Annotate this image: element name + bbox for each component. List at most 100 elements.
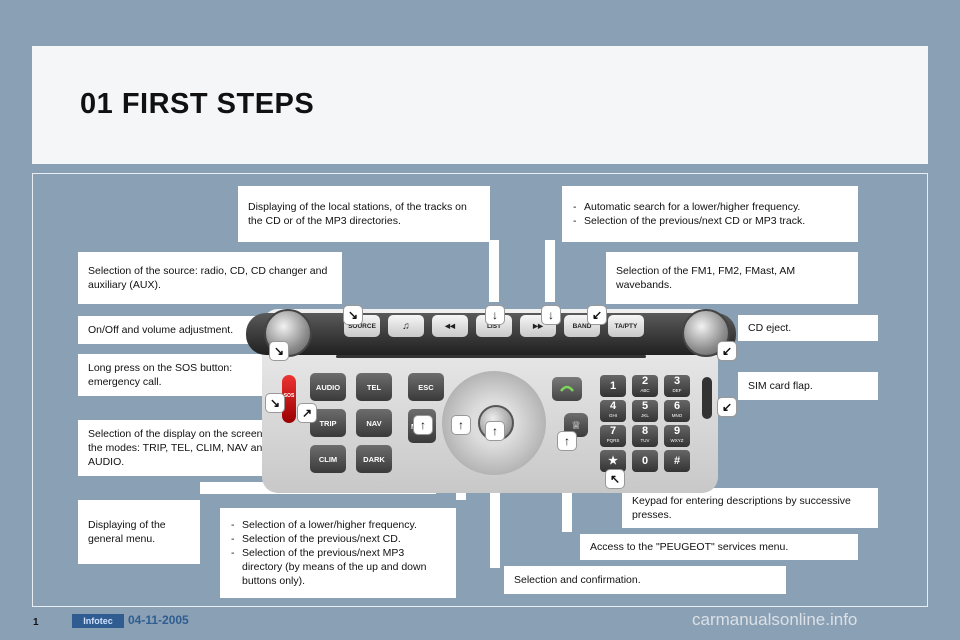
keypad-key[interactable]: #	[664, 450, 690, 472]
keypad-key-letters: WXYZ	[670, 438, 684, 443]
keypad-key-letters: MNO	[671, 413, 683, 418]
callout-cd-eject: CD eject.	[738, 315, 878, 341]
keypad-key-digit: 6	[673, 400, 681, 412]
keypad-key-digit: #	[673, 454, 681, 467]
peugeot-arrow-icon: ↑	[558, 432, 576, 450]
callout-onoff-text: On/Off and volume adjustment.	[88, 324, 234, 336]
band-arrow-icon: ↙	[588, 306, 606, 324]
leader-line-confirm	[490, 430, 500, 568]
esc-button[interactable]: ESC	[408, 373, 444, 401]
keypad-key[interactable]: 0	[632, 450, 658, 472]
callout-keypad: Keypad for entering descriptions by succ…	[622, 488, 878, 528]
callout-local-stations: Displaying of the local stations, of the…	[238, 186, 490, 242]
page-title: 01 FIRST STEPS	[80, 88, 315, 120]
clim-button[interactable]: CLIM	[310, 445, 346, 473]
ta-pty-button[interactable]: TA/PTY	[608, 315, 644, 337]
keypad-key-letters: PQRS	[606, 438, 620, 443]
dark-button[interactable]: DARK	[356, 445, 392, 473]
callout-keypad-text: Keypad for entering descriptions by succ…	[632, 495, 851, 521]
callout-display-modes: Selection of the display on the screen f…	[78, 420, 298, 476]
list-arrow-icon: ↓	[486, 306, 504, 324]
header-panel	[32, 46, 928, 164]
infotec-badge: Infotec	[72, 614, 124, 628]
tel-button[interactable]: TEL	[356, 373, 392, 401]
keypad-key[interactable]: 1	[600, 375, 626, 397]
watermark: carmanualsonline.info	[692, 610, 858, 629]
menu-arrow-icon: ↑	[414, 416, 432, 434]
cd-slot	[336, 355, 646, 358]
leader-line-list	[489, 240, 499, 302]
callout-sim: SIM card flap.	[738, 372, 878, 400]
callout-sos-text: Long press on the SOS button: emergency …	[88, 362, 233, 388]
keypad-key-letters: TUV	[640, 438, 650, 443]
callout-frequency-item: Selection of a lower/higher frequency.	[231, 518, 446, 532]
keypad-arrow-icon: ↖	[606, 470, 624, 488]
keypad-key-digit: 1	[609, 379, 617, 392]
callout-source: Selection of the source: radio, CD, CD c…	[78, 252, 342, 304]
display-arrow-icon: ↗	[298, 404, 316, 422]
rewind-button[interactable]: ◀◀	[432, 315, 468, 337]
trip-button[interactable]: TRIP	[310, 409, 346, 437]
page-number: 1	[33, 617, 39, 628]
callout-onoff: On/Off and volume adjustment.	[78, 316, 274, 344]
callout-frequency: Selection of a lower/higher frequency. S…	[220, 508, 456, 598]
callout-frequency-item: Selection of the previous/next CD.	[231, 532, 446, 546]
callout-cd-eject-text: CD eject.	[748, 322, 792, 334]
frequency-arrow-icon: ↑	[452, 416, 470, 434]
callout-local-stations-text: Displaying of the local stations, of the…	[248, 201, 467, 227]
nav-button[interactable]: NAV	[356, 409, 392, 437]
callout-auto-search: Automatic search for a lower/higher freq…	[562, 186, 858, 242]
keypad-key[interactable]: ★	[600, 450, 626, 472]
sim-arrow-icon: ↙	[718, 398, 736, 416]
audio-button[interactable]: AUDIO	[310, 373, 346, 401]
keypad-key-digit: 0	[641, 454, 649, 467]
callout-menu: Displaying of the general menu.	[78, 500, 200, 564]
keypad-key-digit: 5	[641, 400, 649, 412]
leader-line-seek	[545, 240, 555, 302]
call-button[interactable]	[552, 377, 582, 401]
callout-peugeot: Access to the "PEUGEOT" services menu.	[580, 534, 858, 560]
keypad-key-digit: 8	[641, 425, 649, 437]
seek-arrow-icon: ↓	[542, 306, 560, 324]
callout-confirm: Selection and confirmation.	[504, 566, 786, 594]
callout-menu-text: Displaying of the general menu.	[88, 519, 166, 545]
callout-wavebands: Selection of the FM1, FM2, FMast, AM wav…	[606, 252, 858, 304]
keypad-key-letters: GHI	[608, 413, 617, 418]
keypad-key-letters: DEF	[672, 388, 682, 393]
keypad-key-letters: JKL	[641, 413, 649, 418]
keypad-key-letters: ABC	[640, 388, 650, 393]
callout-sim-text: SIM card flap.	[748, 380, 813, 392]
keypad-key-digit: 2	[641, 375, 649, 387]
sim-card-flap[interactable]	[702, 377, 712, 419]
callout-source-text: Selection of the source: radio, CD, CD c…	[88, 265, 328, 291]
eject-arrow-icon: ↙	[718, 342, 736, 360]
music-button[interactable]: ♫	[388, 315, 424, 337]
sos-arrow-icon: ↘	[266, 394, 284, 412]
keypad-key-digit: 9	[673, 425, 681, 437]
callout-sos: Long press on the SOS button: emergency …	[78, 354, 266, 396]
content-frame	[32, 173, 928, 607]
sos-button[interactable]	[282, 375, 296, 423]
keypad-key-digit: 7	[609, 425, 617, 437]
callout-auto-search-item: Automatic search for a lower/higher freq…	[573, 200, 848, 214]
onoff-arrow-icon: ↘	[270, 342, 288, 360]
callout-confirm-text: Selection and confirmation.	[514, 574, 641, 586]
callout-display-modes-text: Selection of the display on the screen f…	[88, 428, 287, 468]
keypad-key-digit: 4	[609, 400, 617, 412]
sos-label: SOS	[283, 393, 295, 399]
callout-auto-search-item: Selection of the previous/next CD or MP3…	[573, 214, 848, 228]
callout-frequency-item: Selection of the previous/next MP3 direc…	[231, 546, 446, 588]
source-arrow-icon: ↘	[344, 306, 362, 324]
confirm-arrow-icon: ↑	[486, 422, 504, 440]
callout-peugeot-text: Access to the "PEUGEOT" services menu.	[590, 541, 789, 553]
keypad-key-digit: 3	[673, 375, 681, 387]
